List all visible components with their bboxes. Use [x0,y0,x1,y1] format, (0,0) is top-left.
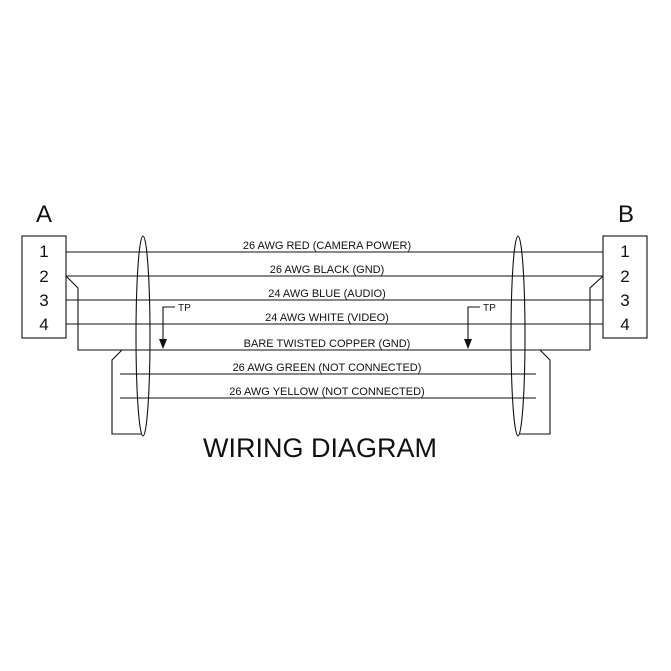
connector-b-pin-2: 2 [620,267,629,286]
wire-label-green: 26 AWG GREEN (NOT CONNECTED) [233,362,422,374]
test-point-left-arrow-icon [159,339,167,349]
wire-label-red: 26 AWG RED (CAMERA POWER) [243,240,411,252]
connector-b-title: B [618,201,634,228]
connector-b-pin-4: 4 [620,315,629,334]
connector-b-pin-3: 3 [620,291,629,310]
connector-a-pin-1: 1 [39,242,48,261]
connector-a-pin-3: 3 [39,291,48,310]
shield-right [510,235,526,437]
jacket-right [520,349,551,435]
wire-label-blue: 24 AWG BLUE (AUDIO) [268,288,386,300]
jacket-left [111,349,142,435]
test-point-right [467,306,480,348]
test-point-left [162,306,175,348]
wire-label-black: 26 AWG BLACK (GND) [270,264,385,276]
connector-a-title: A [36,201,52,228]
wire-label-bare-copper: BARE TWISTED COPPER (GND) [244,338,411,350]
test-point-right-arrow-icon [464,339,472,349]
connector-b-pin-1: 1 [620,242,629,261]
connector-a-pin-4: 4 [39,315,48,334]
wire-label-white: 24 AWG WHITE (VIDEO) [265,312,389,324]
test-point-right-label: TP [483,303,496,314]
connector-a-pin-2: 2 [39,267,48,286]
wire-bare-copper [65,275,604,351]
wire-label-yellow: 26 AWG YELLOW (NOT CONNECTED) [229,386,424,398]
test-point-left-label: TP [178,303,191,314]
connector-a-body [21,235,67,339]
diagram-title: WIRING DIAGRAM [203,433,437,463]
shield-left [135,235,151,437]
connector-b-body [602,235,648,339]
